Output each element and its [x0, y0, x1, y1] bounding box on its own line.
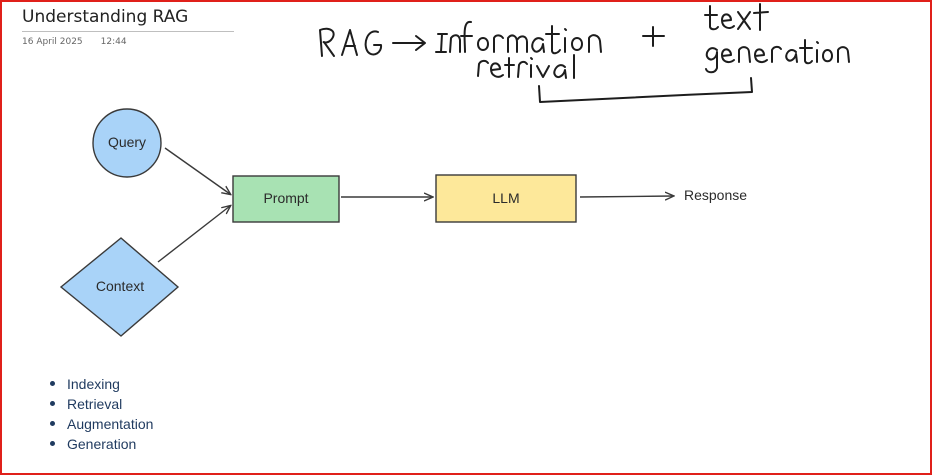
list-item-label: Indexing	[67, 376, 120, 392]
bullet-dot	[50, 380, 55, 386]
page-meta: 16 April 2025 12:44	[22, 37, 234, 47]
arrow-query-to-prompt	[164, 147, 230, 194]
context-label: Context	[96, 278, 144, 294]
list-item-label: Augmentation	[67, 416, 154, 432]
list-item-label: Generation	[67, 436, 137, 452]
bullet-dot	[50, 400, 55, 406]
page-date: 16 April 2025	[22, 37, 83, 47]
llm-label: LLM	[492, 190, 519, 206]
handwritten-note	[319, 3, 850, 103]
page-title: Understanding RAG	[22, 6, 234, 32]
context-node[interactable]: Context	[59, 237, 180, 337]
prompt-label: Prompt	[263, 190, 308, 206]
prompt-node[interactable]: Prompt	[232, 175, 340, 223]
page-time: 12:44	[100, 37, 127, 47]
list-item: Augmentation	[50, 414, 153, 434]
arrow-context-to-prompt	[157, 206, 230, 263]
query-label: Query	[108, 134, 146, 150]
list-item: Generation	[50, 434, 153, 454]
list-item: Indexing	[50, 374, 153, 394]
page-header: Understanding RAG 16 April 2025 12:44	[22, 6, 234, 47]
llm-node[interactable]: LLM	[435, 174, 577, 223]
arrow-llm-to-response	[579, 196, 673, 197]
list-item: Retrieval	[50, 394, 153, 414]
response-label: Response	[684, 187, 747, 203]
query-node[interactable]: Query	[92, 108, 162, 178]
bullet-dot	[50, 440, 55, 446]
rag-steps-list: Indexing Retrieval Augmentation Generati…	[50, 374, 153, 454]
list-item-label: Retrieval	[67, 396, 123, 412]
bullet-dot	[50, 420, 55, 426]
